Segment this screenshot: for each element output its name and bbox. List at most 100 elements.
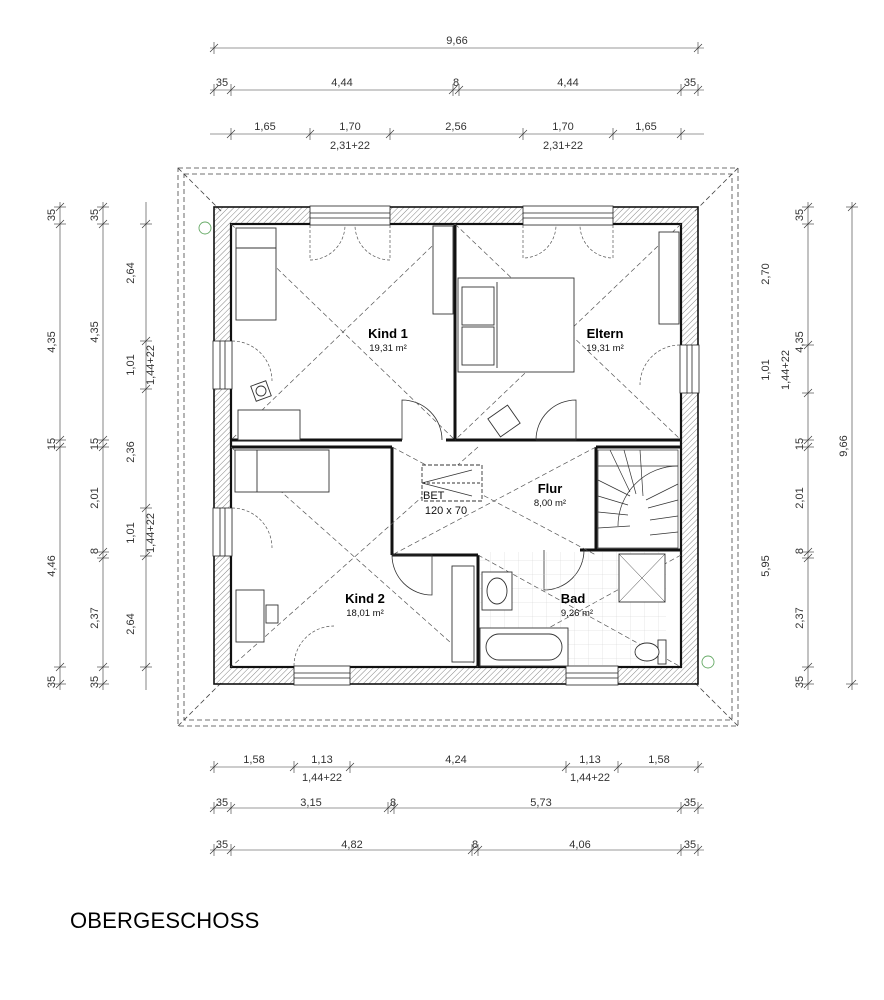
dim-bot-3-a: 35	[216, 839, 228, 851]
sink	[481, 571, 513, 611]
dim-top-2-d: 4,44	[557, 77, 578, 89]
bathtub	[479, 627, 569, 667]
page-title: OBERGESCHOSS	[70, 908, 260, 933]
dim-bot-2-b: 3,15	[300, 797, 321, 809]
wardrobe-kind1	[432, 225, 454, 315]
dim-right-2-a: 4,35	[794, 331, 806, 352]
dim-bot-2-e: 35	[684, 797, 696, 809]
chair-kind2	[265, 604, 279, 624]
dimension-lines	[59, 47, 853, 851]
room-name-bad: Bad	[561, 591, 586, 606]
room-labels: Kind 1 19,31 m² Eltern 19,31 m² Flur 8,0…	[345, 326, 624, 619]
dim-left-1-c: 15	[46, 438, 58, 450]
room-name-kind2: Kind 2	[345, 591, 385, 606]
dim-left-2-d: 2,01	[89, 487, 101, 508]
dim-left-1-e: 35	[46, 676, 58, 688]
dim-top-3-sub-a: 2,31+22	[330, 140, 370, 152]
double-bed-eltern	[457, 277, 575, 373]
dim-top-3-a: 1,65	[254, 121, 275, 133]
dim-left-1-b: 4,35	[46, 331, 58, 352]
dimension-ticks	[54, 42, 858, 856]
desk-kind2	[235, 589, 265, 643]
bed-flur	[421, 464, 483, 502]
window-swings	[231, 224, 681, 667]
room-area-bad: 9,26 m²	[561, 608, 593, 619]
bed-kind1	[235, 227, 277, 321]
reference-markers	[198, 221, 715, 669]
dim-top-total: 9,66	[446, 35, 467, 47]
dim-bot-3-b: 4,82	[341, 839, 362, 851]
dim-bot-1-sub-b: 1,44+22	[570, 772, 610, 784]
bed-size-label: 120 x 70	[425, 505, 467, 517]
wardrobe-kind2	[451, 565, 475, 663]
dim-left-3-sub-a: 1,44+22	[145, 345, 157, 385]
chair-eltern	[487, 404, 521, 438]
dim-left-3-sub-b: 1,44+22	[145, 513, 157, 553]
dim-right-1-a: 35	[794, 209, 806, 221]
dim-right-1-b: 2,70	[760, 263, 772, 284]
toilet	[634, 639, 667, 665]
dim-left-2-e: 8	[89, 548, 101, 554]
chair-kind1	[250, 380, 272, 402]
dim-top-2-e: 35	[684, 77, 696, 89]
dim-top-2-a: 35	[216, 77, 228, 89]
dim-left-2-a: 35	[89, 209, 101, 221]
staircase	[597, 449, 679, 549]
dim-left-3-a: 2,64	[125, 262, 137, 283]
room-name-eltern: Eltern	[587, 326, 624, 341]
dim-top-3-d: 1,70	[552, 121, 573, 133]
room-area-flur: 8,00 m²	[534, 498, 566, 509]
windows	[212, 205, 700, 686]
dim-top-3-e: 1,65	[635, 121, 656, 133]
room-name-kind1: Kind 1	[368, 326, 408, 341]
dim-right-2-b: 5,95	[760, 555, 772, 576]
bed-label: BET	[423, 490, 445, 502]
bed-kind2	[234, 449, 330, 493]
dim-bot-3-e: 35	[684, 839, 696, 851]
dim-left-3-c: 2,36	[125, 441, 137, 462]
dim-left-2-g: 35	[89, 676, 101, 688]
dim-bot-1-e: 1,58	[648, 754, 669, 766]
dim-bot-2-c: 8	[390, 797, 396, 809]
dim-left-3-b: 1,01	[125, 354, 137, 375]
dim-bot-1-c: 4,24	[445, 754, 466, 766]
dim-bot-2-d: 5,73	[530, 797, 551, 809]
dim-right-1-h: 35	[794, 676, 806, 688]
dim-left-2-c: 15	[89, 438, 101, 450]
dim-left-1-a: 35	[46, 209, 58, 221]
room-area-kind2: 18,01 m²	[346, 608, 384, 619]
dim-right-3-total: 9,66	[838, 435, 850, 456]
dim-top-2-b: 4,44	[331, 77, 352, 89]
dim-right-1-e: 2,01	[794, 487, 806, 508]
dim-top-3-c: 2,56	[445, 121, 466, 133]
dim-left-1-d: 4,46	[46, 555, 58, 576]
dim-bot-3-d: 4,06	[569, 839, 590, 851]
dim-bot-1-sub-a: 1,44+22	[302, 772, 342, 784]
dim-top-3-sub-b: 2,31+22	[543, 140, 583, 152]
dimension-labels: 9,66 35 4,44 8 4,44 35 1,65 1,70 2,56 1,…	[46, 35, 850, 851]
dim-bot-1-a: 1,58	[243, 754, 264, 766]
dim-bot-1-d: 1,13	[579, 754, 600, 766]
dim-top-2-c: 8	[453, 77, 459, 89]
dim-right-1-g: 2,37	[794, 607, 806, 628]
dim-left-3-e: 2,64	[125, 613, 137, 634]
dim-right-1-f: 8	[794, 548, 806, 554]
desk-kind1	[237, 409, 301, 441]
dim-bot-3-c: 8	[472, 839, 478, 851]
shower	[618, 553, 666, 603]
room-area-kind1: 19,31 m²	[369, 343, 407, 354]
dim-left-3-d: 1,01	[125, 522, 137, 543]
roof-outline	[177, 167, 739, 727]
furniture	[234, 225, 680, 667]
wardrobe-eltern	[658, 231, 680, 325]
room-name-flur: Flur	[538, 481, 563, 496]
dim-right-1-sub-a: 1,44+22	[780, 350, 792, 390]
dim-bot-2-a: 35	[216, 797, 228, 809]
dim-bot-1-b: 1,13	[311, 754, 332, 766]
dim-top-3-b: 1,70	[339, 121, 360, 133]
dim-right-1-d: 15	[794, 438, 806, 450]
dim-left-2-f: 2,37	[89, 607, 101, 628]
room-area-eltern: 19,31 m²	[586, 343, 624, 354]
dim-right-1-c: 1,01	[760, 359, 772, 380]
